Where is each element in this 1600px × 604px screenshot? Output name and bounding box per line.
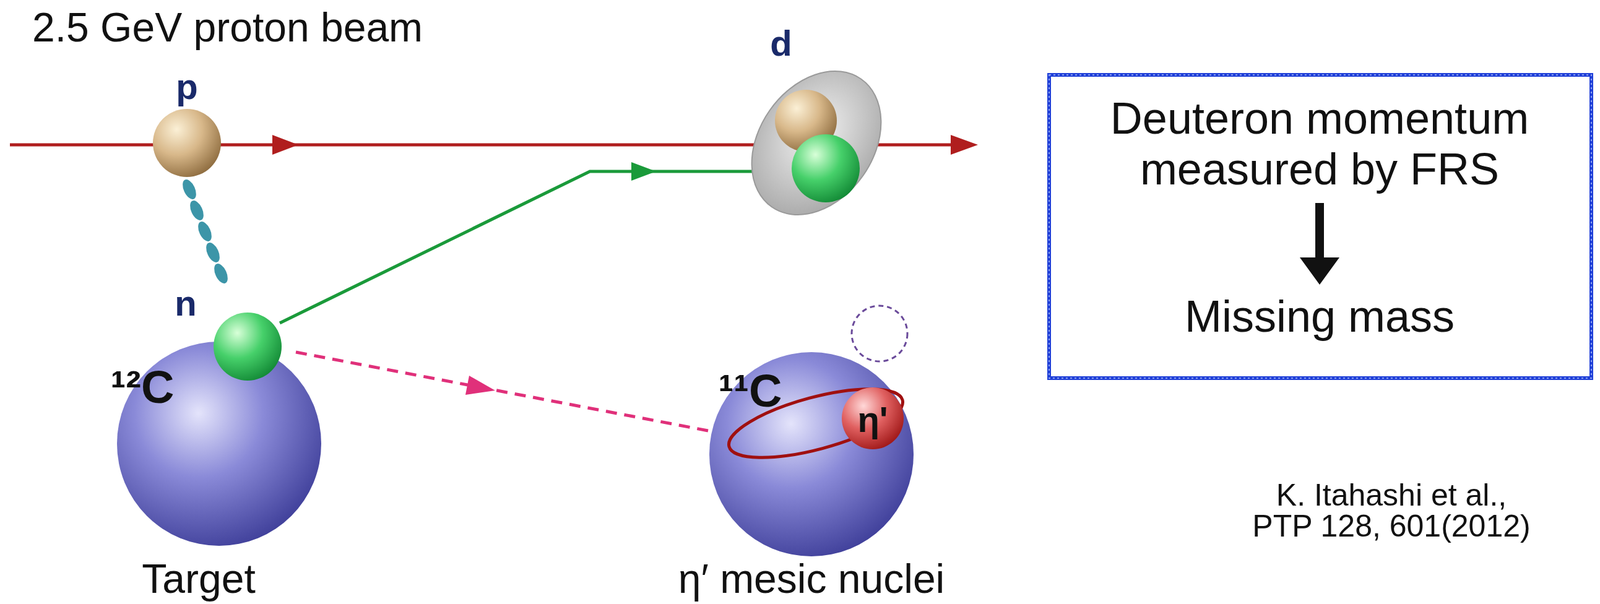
flow-arrow [1299, 203, 1340, 285]
box-text: Missing mass [1184, 290, 1455, 342]
nucleus-label: ¹¹C [718, 365, 783, 416]
particle-label: n [174, 283, 197, 324]
nucleus-label: ¹²C [110, 362, 175, 413]
particle-label: d [769, 23, 792, 64]
particle-label: p [175, 66, 198, 107]
figure-caption: Target [141, 556, 256, 602]
reference-text: PTP 128, 601(2012) [1252, 509, 1531, 544]
figure-caption: η′ mesic nuclei [678, 556, 946, 602]
beam-label: 2.5 GeV proton beam [32, 4, 423, 51]
meson-label: η' [857, 399, 888, 440]
text-box: Missing mass [1065, 290, 1574, 342]
reference-text: K. Itahashi et al., [1276, 478, 1507, 513]
box-text: Deuteron momentum measured by FRS [1065, 92, 1574, 195]
text-box: Deuteron momentum measured by FRS [1065, 92, 1574, 195]
